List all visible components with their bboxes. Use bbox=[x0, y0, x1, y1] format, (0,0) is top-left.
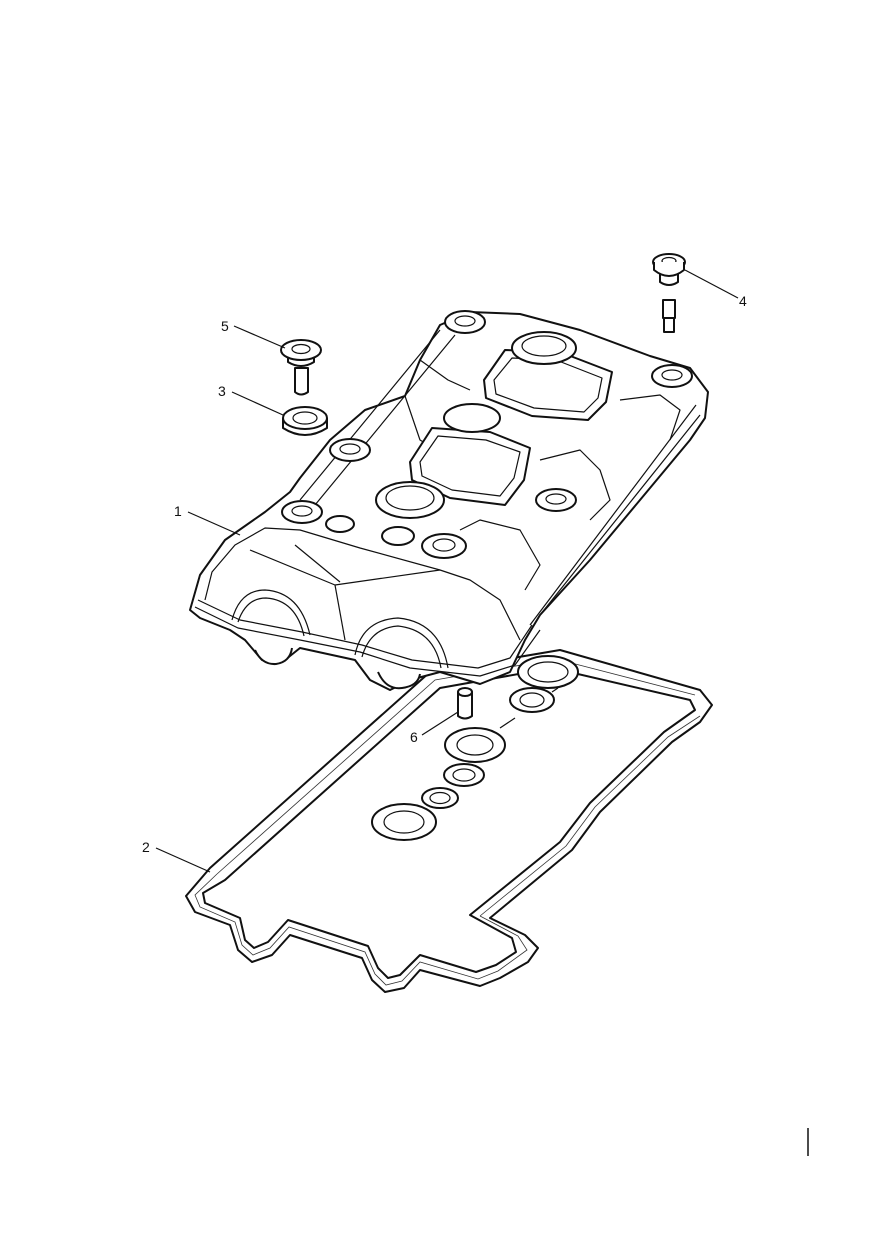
plug-boss-2 bbox=[381, 526, 415, 546]
callout-4: 4 bbox=[739, 293, 747, 309]
gasket-ring-3 bbox=[444, 727, 506, 763]
gasket-ring-top bbox=[517, 655, 579, 689]
cam-cover-part-1 bbox=[189, 310, 709, 691]
leader-6 bbox=[421, 711, 459, 736]
callout-5: 5 bbox=[221, 318, 229, 334]
gasket-ring-4 bbox=[443, 763, 485, 787]
leader-4 bbox=[684, 269, 739, 299]
bolt-boss-4 bbox=[651, 364, 693, 388]
plug-boss-1 bbox=[325, 515, 355, 533]
leader-2 bbox=[155, 847, 211, 873]
gasket-ring-5 bbox=[421, 787, 459, 809]
gasket-part-2 bbox=[185, 649, 713, 993]
callout-6: 6 bbox=[410, 729, 418, 745]
callout-1: 1 bbox=[174, 503, 182, 519]
gasket-ring-6 bbox=[371, 803, 437, 841]
bolt-boss-6 bbox=[421, 533, 467, 559]
leader-1 bbox=[187, 511, 241, 536]
bolt-boss-5 bbox=[535, 488, 577, 512]
leader-5 bbox=[233, 325, 286, 349]
seal-part-3 bbox=[282, 406, 328, 436]
bolt-part-4 bbox=[652, 253, 686, 333]
boss-large-1 bbox=[375, 481, 445, 519]
boss-large-3 bbox=[511, 331, 577, 365]
boss-large-2 bbox=[443, 403, 501, 433]
leader-3 bbox=[231, 391, 284, 416]
callout-labels: 1 2 3 4 5 6 bbox=[142, 293, 747, 855]
callout-3: 3 bbox=[218, 383, 226, 399]
dowel-pin-part-6 bbox=[457, 687, 473, 720]
gasket-ring-2 bbox=[509, 687, 555, 713]
bolt-boss-1 bbox=[281, 500, 323, 524]
callout-2: 2 bbox=[142, 839, 150, 855]
bolt-boss-3 bbox=[444, 310, 486, 334]
bolt-boss-2 bbox=[329, 438, 371, 462]
bolt-part-5 bbox=[280, 339, 322, 396]
leader-lines bbox=[155, 269, 739, 873]
